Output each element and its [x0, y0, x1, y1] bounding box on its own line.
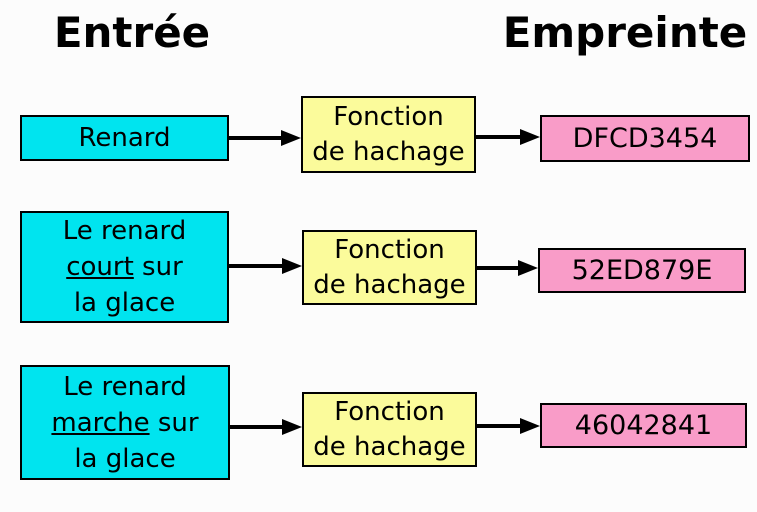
arrow-shaft: [476, 135, 520, 139]
hash-function-box: Fonction de hachage: [301, 96, 476, 173]
input-box-renard: Renard: [20, 115, 229, 161]
arrow-head-icon: [520, 129, 540, 145]
hash-value: 46042841: [574, 410, 713, 441]
underlined-word: court: [66, 252, 134, 282]
input-text: Renard: [78, 123, 171, 153]
input-text-line3: la glace: [73, 288, 176, 318]
input-text-line1: Le renard: [62, 216, 187, 246]
input-text-line2: marche sur: [51, 405, 198, 441]
arrow-input-to-function: [230, 419, 302, 435]
column-title-input: Entrée: [53, 8, 211, 57]
hash-value: 52ED879E: [571, 255, 713, 286]
column-title-digest: Empreinte: [502, 8, 748, 57]
input-box-marche: Le renard marche sur la glace: [20, 365, 230, 480]
output-box-hash: 52ED879E: [538, 248, 746, 293]
function-label-line2: de hachage: [313, 269, 466, 300]
hash-function-box: Fonction de hachage: [302, 392, 477, 467]
arrow-head-icon: [518, 260, 538, 276]
arrow-head-icon: [281, 130, 301, 146]
arrow-input-to-function: [229, 258, 302, 274]
function-label-line1: Fonction: [333, 101, 444, 132]
arrow-head-icon: [282, 419, 302, 435]
arrow-head-icon: [520, 418, 540, 434]
input-text-line1: Le renard: [63, 371, 187, 402]
arrow-shaft: [229, 264, 282, 268]
input-box-court: Le renard court sur la glace: [20, 211, 229, 323]
function-label-line2: de hachage: [312, 136, 465, 167]
output-box-hash: DFCD3454: [540, 115, 750, 162]
arrow-function-to-output: [477, 260, 538, 276]
arrow-function-to-output: [476, 129, 540, 145]
arrow-head-icon: [282, 258, 302, 274]
function-label-line1: Fonction: [334, 396, 445, 427]
arrow-shaft: [229, 136, 281, 140]
hash-value: DFCD3454: [572, 123, 718, 154]
output-box-hash: 46042841: [540, 403, 747, 448]
function-label-line1: Fonction: [334, 234, 445, 265]
arrow-shaft: [477, 424, 520, 428]
input-text-line2: court sur: [66, 249, 183, 285]
arrow-shaft: [477, 266, 518, 270]
function-label-line2: de hachage: [313, 431, 466, 462]
input-text-line2-rest: sur: [149, 407, 199, 438]
underlined-word: marche: [51, 407, 150, 438]
input-text-line2-rest: sur: [133, 252, 183, 282]
arrow-function-to-output: [477, 418, 540, 434]
input-text-line3: la glace: [74, 443, 176, 474]
arrow-shaft: [230, 425, 282, 429]
arrow-input-to-function: [229, 130, 301, 146]
hash-function-box: Fonction de hachage: [302, 230, 477, 305]
